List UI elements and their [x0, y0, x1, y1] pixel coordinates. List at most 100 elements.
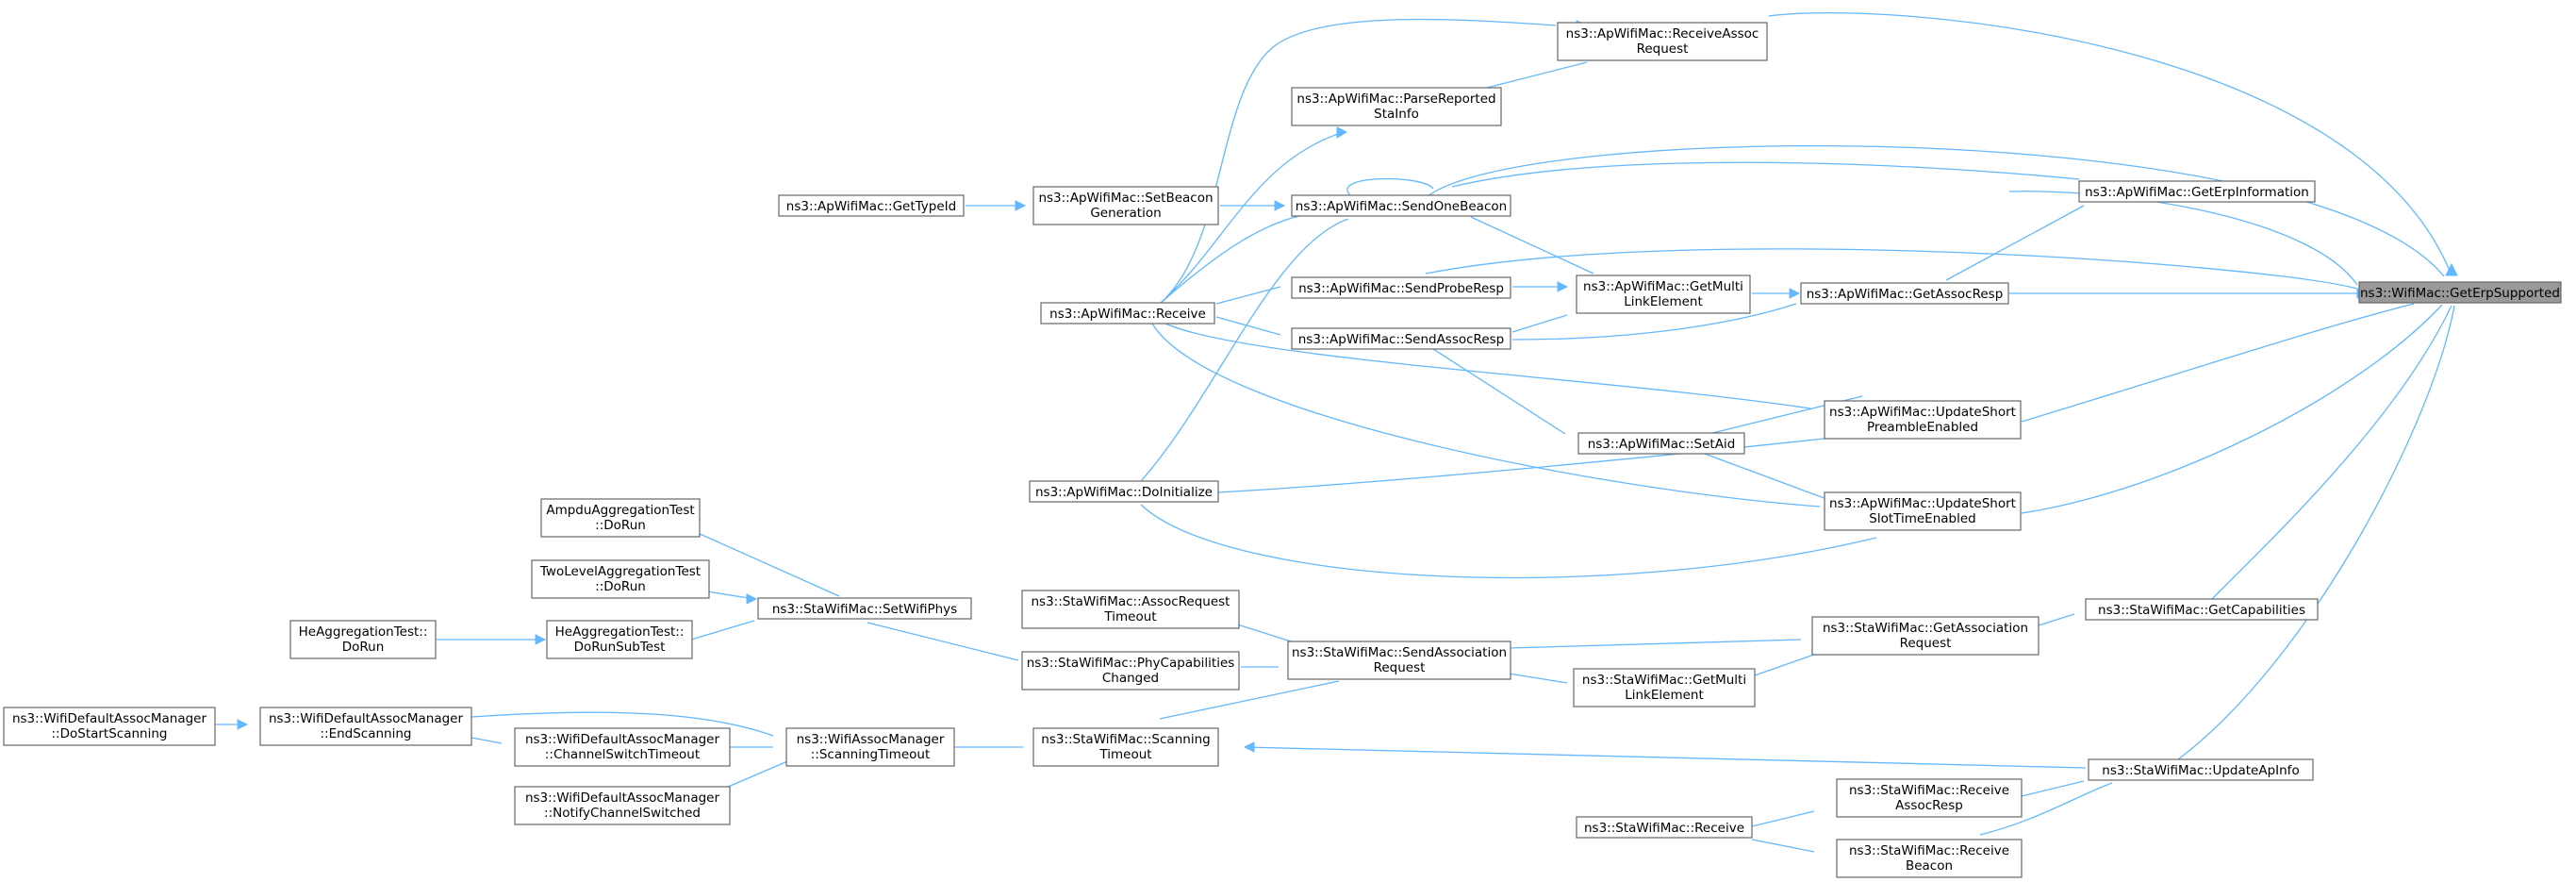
node-default-assoc-notify-channel-switched[interactable]: ns3::WifiDefaultAssocManager ::NotifyCha… — [514, 786, 731, 825]
node-ap-receive-assoc-request[interactable]: ns3::ApWifiMac::ReceiveAssoc Request — [1557, 22, 1768, 61]
edge-doinit-to-sendonebeacon — [1140, 218, 1349, 482]
node-assoc-manager-scanning-timeout[interactable]: ns3::WifiAssocManager ::ScanningTimeout — [785, 727, 955, 767]
node-ap-send-one-beacon[interactable]: ns3::ApWifiMac::SendOneBeacon — [1291, 194, 1511, 217]
edge-ampdu-to-setwifiphys — [697, 532, 840, 597]
node-label: Generation — [1090, 206, 1161, 221]
node-label: ns3::ApWifiMac::SendOneBeacon — [1296, 199, 1507, 214]
edge-scanningtimeout-to-sendassoc — [1159, 680, 1340, 720]
node-ap-receive[interactable]: ns3::ApWifiMac::Receive — [1040, 302, 1215, 325]
node-label: Changed — [1102, 671, 1159, 686]
edge-sendassoc-to-getassocreq — [1508, 639, 1802, 649]
node-he-aggregation-test-dorunsubtest[interactable]: HeAggregationTest:: DoRunSubTest — [546, 620, 693, 659]
node-ap-set-beacon-generation[interactable]: ns3::ApWifiMac::SetBeacon Generation — [1032, 186, 1219, 225]
edge-updateapinfo-to-stascanningtimeout — [1244, 746, 2087, 769]
node-label: Beacon — [1906, 858, 1953, 874]
node-sta-phy-capabilities-changed[interactable]: ns3::StaWifiMac::PhyCapabilities Changed — [1021, 651, 1240, 691]
edge-setaid-to-slottime — [1704, 453, 1830, 501]
arrowhead-getassocresp — [1789, 288, 1801, 299]
node-ap-get-erp-information[interactable]: ns3::ApWifiMac::GetErpInformation — [2078, 180, 2316, 203]
node-label: StaInfo — [1374, 107, 1419, 122]
node-label: ns3::WifiDefaultAssocManager — [269, 711, 464, 726]
node-label: ::ChannelSwitchTimeout — [545, 747, 700, 762]
node-sta-send-association-request[interactable]: ns3::StaWifiMac::SendAssociation Request — [1287, 641, 1511, 680]
node-ap-send-probe-resp[interactable]: ns3::ApWifiMac::SendProbeResp — [1291, 276, 1511, 299]
node-sta-scanning-timeout[interactable]: ns3::StaWifiMac::Scanning Timeout — [1032, 727, 1219, 767]
edge-receive-to-parse — [1159, 131, 1345, 305]
node-ap-get-assoc-resp[interactable]: ns3::ApWifiMac::GetAssocResp — [1800, 282, 2009, 305]
node-label: ns3::StaWifiMac::GetCapabilities — [2098, 603, 2305, 618]
edge-sendassoc-to-multilink — [1511, 314, 1568, 333]
node-ap-send-assoc-resp[interactable]: ns3::ApWifiMac::SendAssocResp — [1291, 327, 1511, 350]
node-sta-receive-beacon[interactable]: ns3::StaWifiMac::Receive Beacon — [1836, 839, 2023, 878]
edge-endscanning-to-scanningtimeout — [471, 711, 774, 737]
node-label: ns3::StaWifiMac::Receive — [1584, 821, 1744, 836]
edge-sendassoc-to-stamultilink — [1508, 673, 1568, 684]
node-ap-parse-reported-stainfo[interactable]: ns3::ApWifiMac::ParseReported StaInfo — [1291, 87, 1502, 126]
node-label: Request — [1374, 660, 1426, 675]
node-label: ns3::WifiDefaultAssocManager — [525, 732, 720, 747]
arrowhead-root-top — [2445, 262, 2458, 276]
edge-sendonebeacon-to-multilink — [1470, 216, 1594, 275]
node-sta-get-capabilities[interactable]: ns3::StaWifiMac::GetCapabilities — [2085, 598, 2319, 621]
node-sta-get-association-request[interactable]: ns3::StaWifiMac::GetAssociation Request — [1811, 616, 2039, 656]
edge-sendassoc-to-getassocresp — [1511, 303, 1797, 341]
node-label: DoRunSubTest — [574, 640, 666, 655]
node-label: ns3::StaWifiMac::Scanning — [1041, 732, 1210, 747]
node-label: AssocResp — [1895, 798, 1963, 813]
node-label: ns3::WifiDefaultAssocManager — [525, 790, 720, 806]
node-label: ::DoStartScanning — [52, 726, 168, 741]
edge-receive-to-sendprobe — [1215, 286, 1281, 305]
node-ap-get-multi-link-element[interactable]: ns3::ApWifiMac::GetMulti LinkElement — [1576, 275, 1751, 314]
node-sta-assoc-request-timeout[interactable]: ns3::StaWifiMac::AssocRequest Timeout — [1021, 590, 1240, 629]
arrowhead-sendonebeacon — [1274, 200, 1286, 211]
node-sta-update-ap-info[interactable]: ns3::StaWifiMac::UpdateApInfo — [2088, 758, 2314, 781]
edge-doinit-to-slottime — [1140, 504, 1877, 579]
node-label: ns3::ApWifiMac::SendProbeResp — [1298, 281, 1504, 296]
node-root[interactable]: ns3::WifiMac::GetErpSupported — [2358, 281, 2562, 304]
edge-receiveassocresp-to-updateapinfo — [2021, 780, 2085, 797]
node-label: ns3::StaWifiMac::GetMulti — [1582, 673, 1746, 688]
node-label: Request — [1900, 636, 1952, 651]
edge-doinit-to-preamble — [1217, 433, 1868, 493]
node-sta-receive-assoc-resp[interactable]: ns3::StaWifiMac::Receive AssocResp — [1836, 778, 2023, 818]
edge-sendonebeacon-self — [1346, 177, 1434, 196]
node-sta-receive[interactable]: ns3::StaWifiMac::Receive — [1576, 816, 1753, 839]
node-label: ns3::WifiDefaultAssocManager — [12, 711, 207, 726]
edge-setwifiphys-to-phycaps — [867, 622, 1019, 661]
node-ap-set-aid[interactable]: ns3::ApWifiMac::SetAid — [1577, 432, 1745, 455]
node-label: ns3::StaWifiMac::Receive — [1849, 843, 2009, 858]
node-label: ns3::WifiAssocManager — [797, 732, 945, 747]
node-label: SlotTimeEnabled — [1869, 511, 1975, 526]
node-default-assoc-do-start-scanning[interactable]: ns3::WifiDefaultAssocManager ::DoStartSc… — [3, 707, 216, 746]
root-label: ns3::WifiMac::GetErpSupported — [2360, 286, 2560, 301]
node-label: TwoLevelAggregationTest — [539, 564, 701, 579]
node-label: ns3::ApWifiMac::SendAssocResp — [1298, 332, 1505, 347]
edge-sendprobe-to-root — [1425, 248, 2358, 290]
node-label: AmpduAggregationTest — [546, 503, 694, 518]
edge-slottime-to-root — [2021, 304, 2443, 514]
node-label: PreambleEnabled — [1867, 420, 1978, 435]
node-label: ns3::ApWifiMac::Receive — [1049, 307, 1206, 322]
node-ampdu-aggregation-test-dorun[interactable]: AmpduAggregationTest ::DoRun — [540, 498, 701, 538]
node-label: Timeout — [1103, 609, 1156, 624]
node-sta-set-wifi-phys[interactable]: ns3::StaWifiMac::SetWifiPhys — [757, 597, 972, 620]
edge-getassocreq-to-getcaps — [2038, 613, 2075, 626]
node-he-aggregation-test-dorun[interactable]: HeAggregationTest:: DoRun — [289, 620, 437, 659]
node-ap-get-type-id[interactable]: ns3::ApWifiMac::GetTypeId — [778, 194, 965, 217]
edge-receive-to-receiveassoc — [1159, 18, 1557, 305]
node-default-assoc-end-scanning[interactable]: ns3::WifiDefaultAssocManager ::EndScanni… — [259, 707, 472, 746]
node-label: Timeout — [1098, 747, 1151, 762]
node-ap-update-short-preamble[interactable]: ns3::ApWifiMac::UpdateShort PreambleEnab… — [1824, 400, 2022, 440]
node-ap-do-initialize[interactable]: ns3::ApWifiMac::DoInitialize — [1029, 480, 1219, 503]
arrowhead-setbeacon — [1015, 200, 1027, 211]
node-default-assoc-channel-switch-timeout[interactable]: ns3::WifiDefaultAssocManager ::ChannelSw… — [514, 727, 731, 767]
node-label: ::NotifyChannelSwitched — [544, 806, 701, 821]
edge-notify-to-scanningtimeout — [725, 758, 793, 789]
node-sta-get-multi-link-element[interactable]: ns3::StaWifiMac::GetMulti LinkElement — [1573, 668, 1756, 707]
edge-stareceive-to-receiveassocresp — [1751, 810, 1815, 827]
node-twolevel-aggregation-test-dorun[interactable]: TwoLevelAggregationTest ::DoRun — [531, 559, 710, 599]
node-label: HeAggregationTest:: — [555, 624, 685, 640]
arrowhead-setwifiphys — [746, 593, 758, 605]
node-ap-update-short-slottime[interactable]: ns3::ApWifiMac::UpdateShort SlotTimeEnab… — [1824, 491, 2022, 531]
